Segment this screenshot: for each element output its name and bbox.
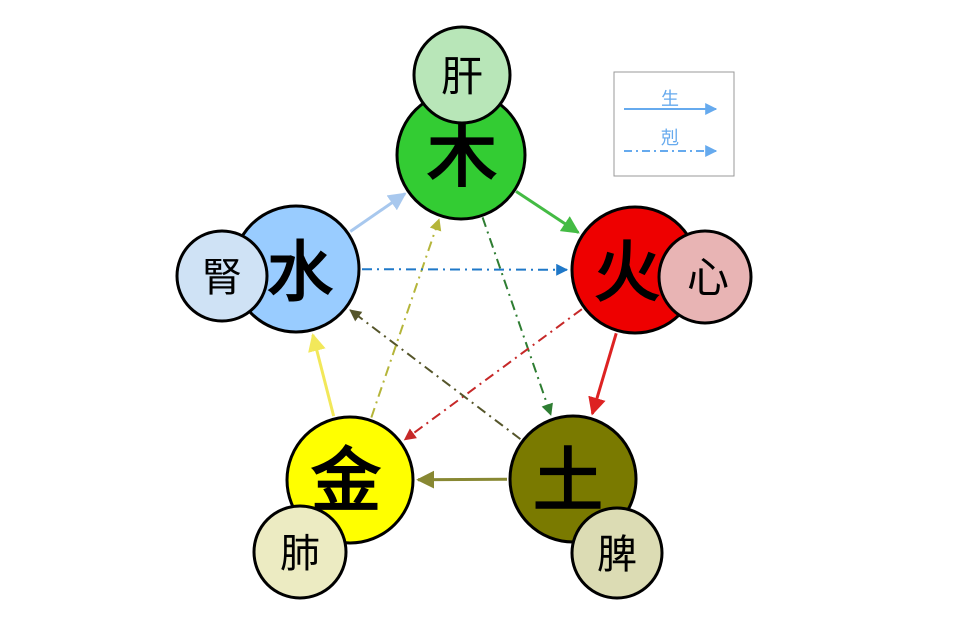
lung-circle (252, 504, 348, 600)
legend: 生 剋 (613, 71, 735, 177)
kidney-circle (175, 229, 269, 323)
generate-arrow-wood-to-fire (515, 190, 580, 234)
control-arrow-metal-to-wood (370, 218, 442, 418)
legend-generate-label: 生 (661, 89, 679, 110)
spleen-circle (570, 506, 664, 600)
node-wood: 木 肝 (395, 25, 527, 221)
heart-circle (657, 229, 753, 325)
generate-arrow-metal-to-water (308, 333, 336, 417)
node-earth: 土 脾 (508, 414, 664, 600)
control-arrow-fire-to-metal (403, 308, 583, 441)
liver-label: 肝 (441, 52, 483, 101)
generate-arrow-fire-to-earth (588, 332, 618, 416)
metal-glyph: 金 (310, 440, 382, 522)
control-arrow-water-to-fire (361, 263, 569, 276)
node-fire: 火 心 (570, 205, 753, 335)
fire-glyph: 火 (594, 234, 660, 311)
water-glyph: 水 (267, 234, 334, 311)
lung-label: 肺 (280, 531, 320, 577)
legend-control-label: 剋 (661, 128, 679, 149)
legend-box (613, 71, 735, 177)
edges-layer (308, 190, 618, 489)
control-arrow-earth-to-water (349, 309, 522, 440)
earth-glyph: 土 (533, 440, 603, 522)
control-arrow-wood-to-earth (481, 217, 553, 416)
spleen-label: 脾 (597, 532, 637, 578)
kidney-label: 腎 (202, 255, 242, 301)
node-water: 水 腎 (175, 204, 361, 334)
heart-label: 心 (687, 253, 729, 302)
liver-circle (412, 25, 512, 125)
node-metal: 金 肺 (252, 415, 415, 600)
generate-arrow-water-to-wood (349, 192, 407, 233)
wood-glyph: 木 (427, 115, 497, 197)
